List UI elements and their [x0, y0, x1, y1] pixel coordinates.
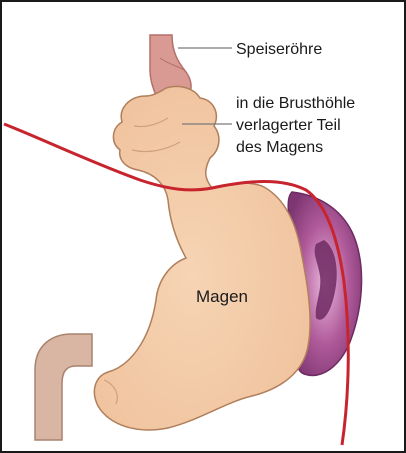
duodenum: [35, 334, 92, 440]
label-verlagerter-teil-line3: des Magens: [236, 139, 323, 156]
stomach: [94, 86, 310, 429]
label-verlagerter-teil-line2: verlagerter Teil: [236, 117, 341, 134]
label-verlagerter-teil-line1: in die Brusthöhle: [236, 95, 355, 112]
label-magen: Magen: [196, 287, 248, 306]
label-speiseroehre: Speiseröhre: [236, 41, 322, 58]
